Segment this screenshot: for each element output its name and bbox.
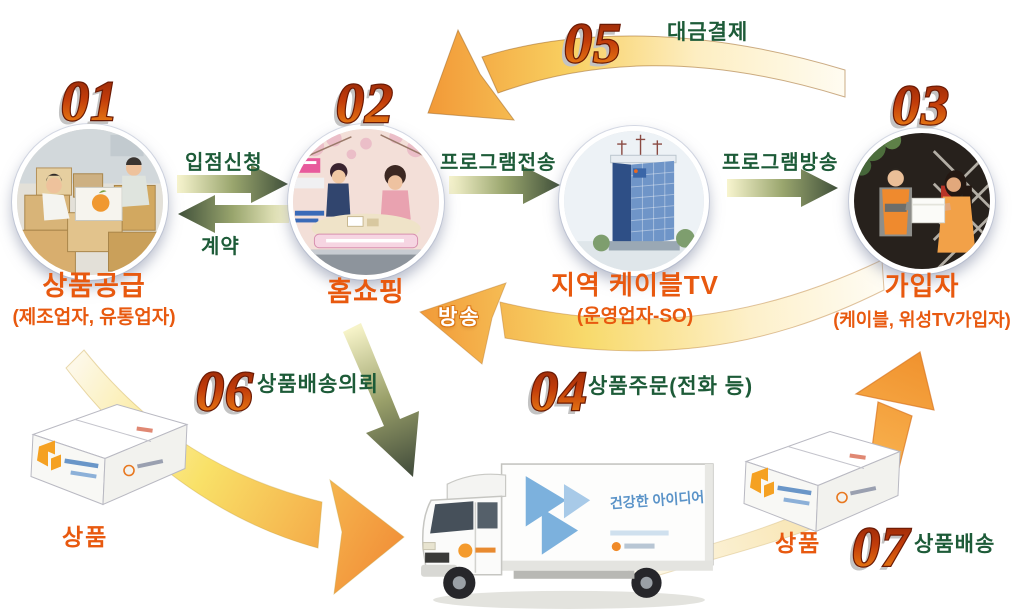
apply-label: 입점신청 (185, 152, 263, 174)
subscriber-photo (849, 128, 995, 274)
truck-decal-text: 건강한 아이디어 (609, 489, 704, 512)
cabletv-photo (559, 126, 709, 276)
svg-text:05: 05 (560, 17, 618, 79)
cabletv-label-block: 지역 케이블TV (운영업자-SO) (545, 270, 725, 328)
subscriber-label-block: 가입자 (848, 271, 996, 301)
svg-text:03: 03 (888, 79, 946, 141)
subscriber-label: 가입자 (884, 271, 960, 301)
supplier-label: 상품공급 (42, 271, 146, 301)
cabletv-sublabel: (운영업자-SO) (576, 306, 694, 328)
order-arc-arrow (418, 259, 885, 365)
svg-text:01: 01 (61, 71, 119, 133)
step-number-02: 02 02 02 (332, 72, 394, 139)
step-number-01: 01 01 01 (57, 70, 119, 137)
svg-text:04: 04 (526, 365, 584, 427)
svg-text:01: 01 (57, 75, 115, 137)
svg-text:05: 05 (564, 13, 622, 75)
delivery-label: 상품배송 (914, 533, 996, 556)
svg-text:02: 02 (332, 77, 390, 139)
supplier-photo (12, 124, 168, 280)
program-broadcast-arrow (727, 169, 838, 207)
parcel-right-label: 상품 (775, 530, 822, 556)
svg-text:02: 02 (336, 73, 394, 135)
subscriber-sublabel-block: (케이블, 위성TV가입자) (822, 304, 1019, 332)
delivery-handoff-scene (854, 133, 990, 269)
building-scene (564, 131, 704, 271)
transmit-arrow (449, 166, 560, 204)
svg-text:07: 07 (852, 517, 911, 579)
warehouse-scene (17, 129, 163, 275)
parcel-left-label: 상품 (62, 524, 109, 550)
svg-text:03: 03 (892, 75, 950, 137)
svg-text:04: 04 (530, 361, 588, 423)
svg-text:03: 03 (892, 75, 950, 137)
homeshopping-photo (288, 124, 444, 280)
step-number-05: 05 05 05 (560, 12, 622, 79)
step-number-07: 07 07 07 (848, 516, 911, 583)
tv-studio-scene (293, 129, 439, 275)
homeshopping-label: 홈쇼핑 (327, 277, 405, 307)
contract-arrow (178, 195, 289, 233)
delivery-request-label: 상품배송의뢰 (257, 373, 379, 396)
supplier-sublabel: (제조업자, 유통업자) (12, 307, 176, 329)
delivery-truck: 건강한 아이디어 (421, 463, 714, 609)
svg-text:04: 04 (530, 361, 588, 423)
svg-text:06: 06 (196, 361, 254, 423)
program-transmit-label: 프로그램전송 (440, 152, 557, 174)
broadcast-tag: 방송 (438, 306, 481, 329)
svg-text:07: 07 (852, 517, 911, 579)
svg-text:06: 06 (196, 361, 254, 423)
homeshopping-label-block: 홈쇼핑 (288, 277, 444, 307)
apply-arrow (177, 165, 288, 203)
payment-label: 대금결제 (667, 21, 749, 44)
svg-text:01: 01 (61, 71, 119, 133)
svg-text:06: 06 (192, 365, 250, 427)
svg-text:05: 05 (564, 13, 622, 75)
cabletv-label: 지역 케이블TV (550, 270, 720, 300)
payment-arc-arrow (427, 28, 846, 121)
subscriber-sublabel: (케이블, 위성TV가입자) (833, 310, 1011, 330)
step-number-06: 06 06 06 (192, 360, 254, 427)
step-number-03: 03 03 03 (888, 74, 950, 141)
program-broadcast-label: 프로그램방송 (722, 152, 839, 174)
svg-text:02: 02 (336, 73, 394, 135)
parcel-left (30, 403, 189, 506)
svg-text:07: 07 (848, 521, 907, 583)
order-label: 상품주문(전화 등) (588, 375, 754, 398)
contract-label: 계약 (201, 236, 240, 258)
step-number-04: 04 04 04 (526, 360, 588, 427)
delivery-request-arrow (343, 323, 419, 477)
parcel-right (743, 430, 902, 533)
supplier-label-block: 상품공급 (제조업자, 유통업자) (0, 272, 188, 329)
